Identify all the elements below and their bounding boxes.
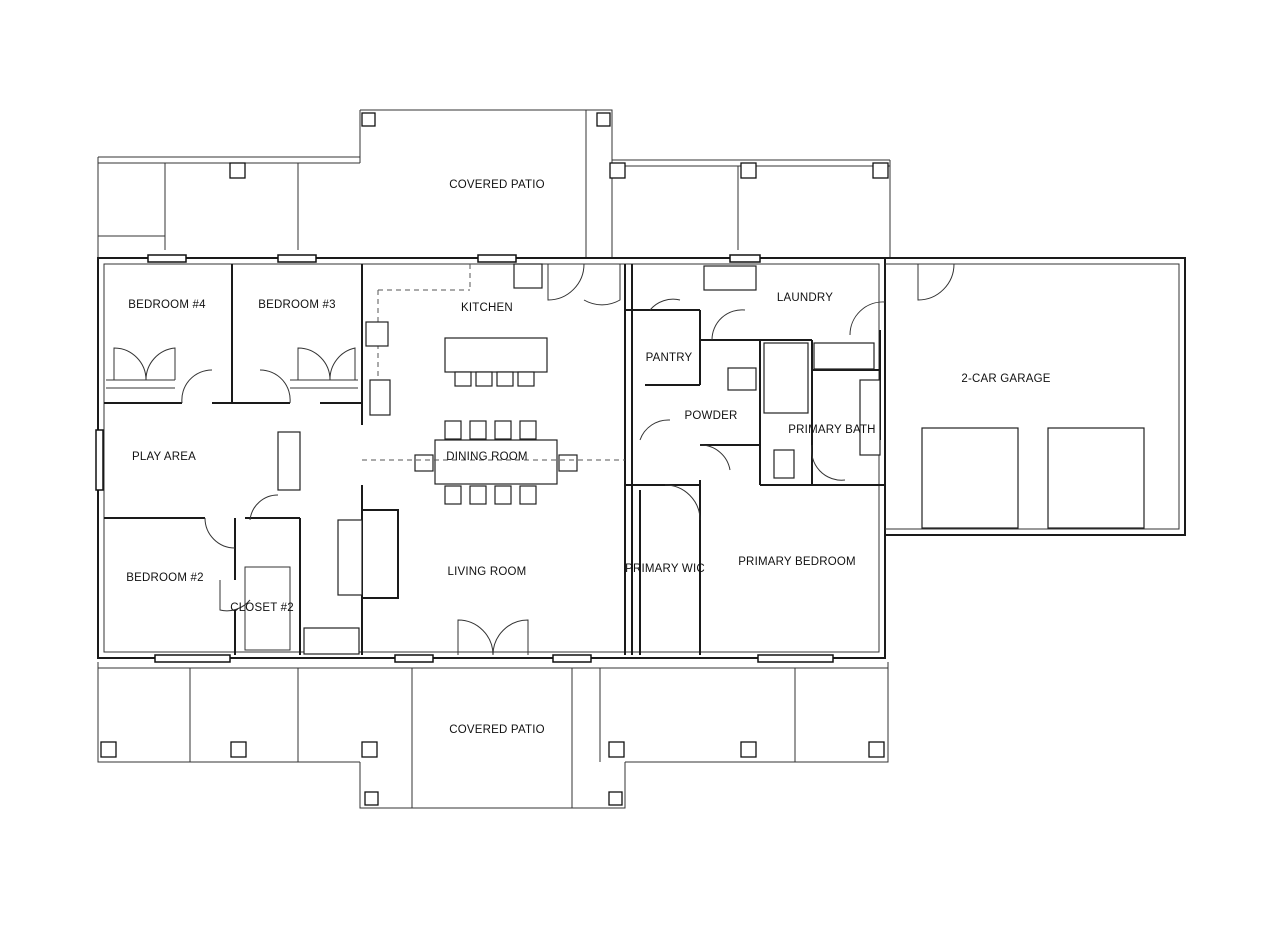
bathtub bbox=[303, 627, 360, 655]
bottom-porch bbox=[97, 662, 889, 809]
doors bbox=[113, 263, 955, 656]
shower bbox=[763, 342, 809, 414]
dining-chairs bbox=[414, 420, 578, 505]
label-primary-bath: PRIMARY BATH bbox=[788, 424, 875, 436]
top-porch bbox=[97, 109, 891, 258]
dining-table bbox=[434, 439, 558, 485]
label-garage: 2-CAR GARAGE bbox=[961, 373, 1050, 385]
vanity bbox=[337, 519, 363, 596]
label-laundry: LAUNDRY bbox=[777, 292, 833, 304]
label-play-area: PLAY AREA bbox=[132, 451, 196, 463]
primary-vanity bbox=[859, 379, 881, 456]
exterior-walls bbox=[95, 254, 1186, 663]
room-labels: COVERED PATIO BEDROOM #4 BEDROOM #3 KITC… bbox=[126, 179, 1050, 736]
primary-toilet bbox=[773, 449, 795, 479]
label-covered-patio-top: COVERED PATIO bbox=[449, 179, 544, 191]
label-living-room: LIVING ROOM bbox=[448, 566, 527, 578]
fridge bbox=[369, 379, 391, 416]
powder-toilet bbox=[727, 367, 757, 391]
fixtures bbox=[277, 263, 1145, 655]
label-covered-patio-bottom: COVERED PATIO bbox=[449, 724, 544, 736]
label-bedroom-3: BEDROOM #3 bbox=[258, 299, 335, 311]
garage-door-right bbox=[1047, 427, 1145, 529]
bar-stools bbox=[454, 371, 535, 387]
label-primary-wic: PRIMARY WIC bbox=[625, 563, 705, 575]
label-kitchen: KITCHEN bbox=[461, 302, 513, 314]
kitchen-island bbox=[444, 337, 548, 373]
primary-tub bbox=[813, 342, 875, 370]
stairs-hatch bbox=[277, 431, 301, 491]
washer-dryer bbox=[703, 265, 757, 291]
label-pantry: PANTRY bbox=[646, 352, 693, 364]
cooktop bbox=[365, 321, 389, 347]
label-bedroom-4: BEDROOM #4 bbox=[128, 299, 206, 311]
label-bedroom-2: BEDROOM #2 bbox=[126, 572, 203, 584]
label-closet-2: CLOSET #2 bbox=[230, 602, 294, 614]
label-dining-room: DINING ROOM bbox=[446, 451, 527, 463]
label-primary-bedroom: PRIMARY BEDROOM bbox=[738, 556, 856, 568]
garage-door-left bbox=[921, 427, 1019, 529]
label-powder: POWDER bbox=[685, 410, 738, 422]
